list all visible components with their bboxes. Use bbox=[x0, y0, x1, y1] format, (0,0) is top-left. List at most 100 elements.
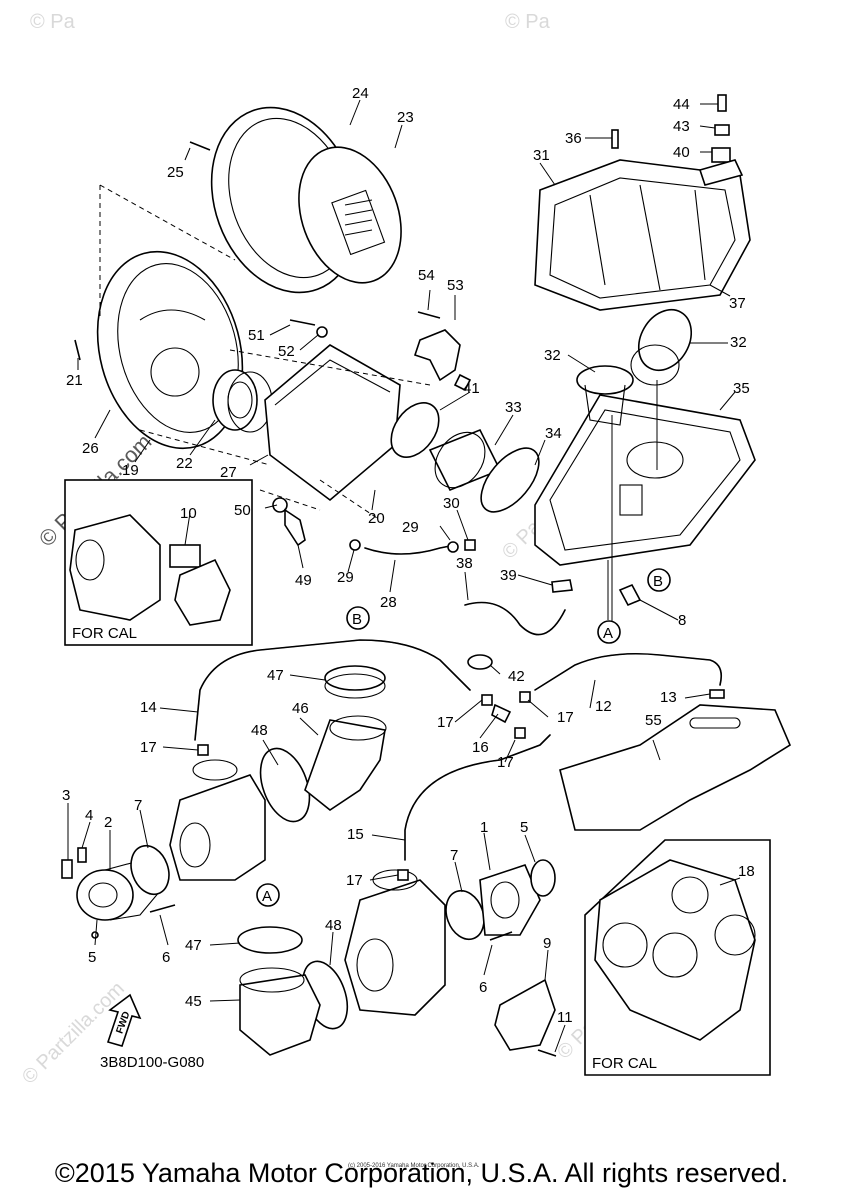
joint-32-lower bbox=[576, 365, 634, 426]
clip-17-d bbox=[514, 727, 526, 739]
joint-41 bbox=[390, 402, 440, 458]
callout-37: 37 bbox=[729, 295, 746, 312]
copyright-notice: ©2015 Yamaha Motor Corporation, U.S.A. A… bbox=[54, 1158, 789, 1188]
callout-33: 33 bbox=[505, 399, 522, 416]
air-box-35 bbox=[534, 394, 756, 566]
clamp-42 bbox=[467, 654, 493, 670]
callout-17-d: 17 bbox=[497, 754, 514, 771]
plug-30 bbox=[464, 539, 476, 551]
joint-1 bbox=[479, 864, 541, 936]
callout-21: 21 bbox=[66, 372, 83, 389]
band-47-upper bbox=[324, 665, 386, 699]
callout-18: 18 bbox=[738, 863, 755, 880]
clip-17-c bbox=[519, 691, 531, 703]
screw-51 bbox=[289, 319, 316, 326]
bracket-40-foot bbox=[698, 159, 744, 186]
hose-12 bbox=[534, 653, 723, 691]
hose-14-inner bbox=[194, 639, 471, 741]
callout-7-right: 7 bbox=[450, 847, 458, 864]
bracket-53-foot bbox=[453, 373, 472, 392]
callout-53: 53 bbox=[447, 277, 464, 294]
callout-39: 39 bbox=[500, 567, 517, 584]
ref-a-upper: A bbox=[597, 620, 621, 644]
screw-6-right bbox=[489, 931, 513, 941]
ref-b-right: B bbox=[647, 568, 671, 592]
callout-31: 31 bbox=[533, 147, 550, 164]
clip-29-right bbox=[447, 541, 459, 553]
callout-46: 46 bbox=[292, 700, 309, 717]
hose-28 bbox=[364, 544, 456, 555]
callout-48-upper: 48 bbox=[251, 722, 268, 739]
callout-7-left: 7 bbox=[134, 797, 142, 814]
exploded-guide-lines-lower bbox=[259, 479, 381, 521]
callout-36: 36 bbox=[565, 130, 582, 147]
clamp-7-left bbox=[130, 844, 170, 896]
callout-40: 40 bbox=[673, 144, 690, 161]
callout-54: 54 bbox=[418, 267, 435, 284]
hardware bbox=[74, 94, 744, 1057]
inset-for-cal-right: FOR CAL bbox=[584, 839, 771, 1076]
callout-17-b: 17 bbox=[437, 714, 454, 731]
washer-52 bbox=[316, 326, 328, 338]
clip-17-a bbox=[197, 744, 209, 756]
joint-34 bbox=[480, 447, 540, 513]
bolt-44 bbox=[717, 94, 727, 112]
o-ring-5-right bbox=[530, 859, 556, 897]
leader-lines bbox=[67, 99, 741, 1053]
guide-lines-airbox bbox=[607, 380, 658, 625]
clip-39 bbox=[551, 579, 573, 593]
watermark-top-left: © Pa bbox=[30, 11, 76, 33]
callout-24: 24 bbox=[352, 85, 369, 102]
callout-22: 22 bbox=[176, 455, 193, 472]
joint-2 bbox=[76, 861, 166, 921]
screw-25 bbox=[189, 141, 211, 151]
screw-36 bbox=[611, 129, 619, 149]
clip-4 bbox=[77, 847, 87, 863]
inset-right-label: FOR CAL bbox=[592, 1055, 657, 1072]
clip-17-b bbox=[481, 694, 493, 706]
plate-55-slot bbox=[689, 717, 741, 729]
svg-text:A: A bbox=[262, 888, 272, 905]
joint-48-rear bbox=[259, 747, 311, 823]
callout-10: 10 bbox=[180, 505, 197, 522]
callout-9: 9 bbox=[543, 935, 551, 952]
callout-23: 23 bbox=[397, 109, 414, 126]
callout-3: 3 bbox=[62, 787, 70, 804]
small-copyright: (c) 2005-2016 Yamaha Motor Corporation, … bbox=[348, 1163, 480, 1169]
joint-16 bbox=[491, 703, 512, 724]
callout-2: 2 bbox=[104, 814, 112, 831]
inset-for-cal-left: FOR CAL bbox=[64, 479, 253, 646]
damper-40 bbox=[711, 147, 731, 163]
hose-28-inner bbox=[364, 544, 456, 555]
callout-17-e: 17 bbox=[346, 872, 363, 889]
callout-6-left: 6 bbox=[162, 949, 170, 966]
callout-19: 19 bbox=[122, 462, 139, 479]
callout-5-left: 5 bbox=[88, 949, 96, 966]
drain-8 bbox=[618, 583, 642, 607]
screw-21 bbox=[74, 339, 81, 361]
svg-text:B: B bbox=[352, 611, 362, 628]
callout-44: 44 bbox=[673, 96, 690, 113]
joint-45 bbox=[239, 967, 321, 1056]
callout-29-left: 29 bbox=[337, 569, 354, 586]
callout-42: 42 bbox=[508, 668, 525, 685]
clip-29-left bbox=[349, 539, 361, 551]
callout-17-a: 17 bbox=[140, 739, 157, 756]
collar-43 bbox=[714, 124, 730, 136]
grommet-50 bbox=[272, 497, 288, 513]
screw-54 bbox=[417, 311, 441, 319]
ref-a-lower: A bbox=[256, 883, 280, 907]
callout-51: 51 bbox=[248, 327, 265, 344]
hose-38-inner bbox=[464, 601, 566, 635]
screw-6-left bbox=[149, 904, 176, 913]
callout-14: 14 bbox=[140, 699, 157, 716]
callout-50: 50 bbox=[234, 502, 251, 519]
callout-4: 4 bbox=[85, 807, 93, 824]
callout-34: 34 bbox=[545, 425, 562, 442]
svg-text:A: A bbox=[603, 625, 613, 642]
callout-43: 43 bbox=[673, 118, 690, 135]
callout-48-lower: 48 bbox=[325, 917, 342, 934]
callout-27: 27 bbox=[220, 464, 237, 481]
o-ring-5-left-dot bbox=[91, 931, 99, 939]
